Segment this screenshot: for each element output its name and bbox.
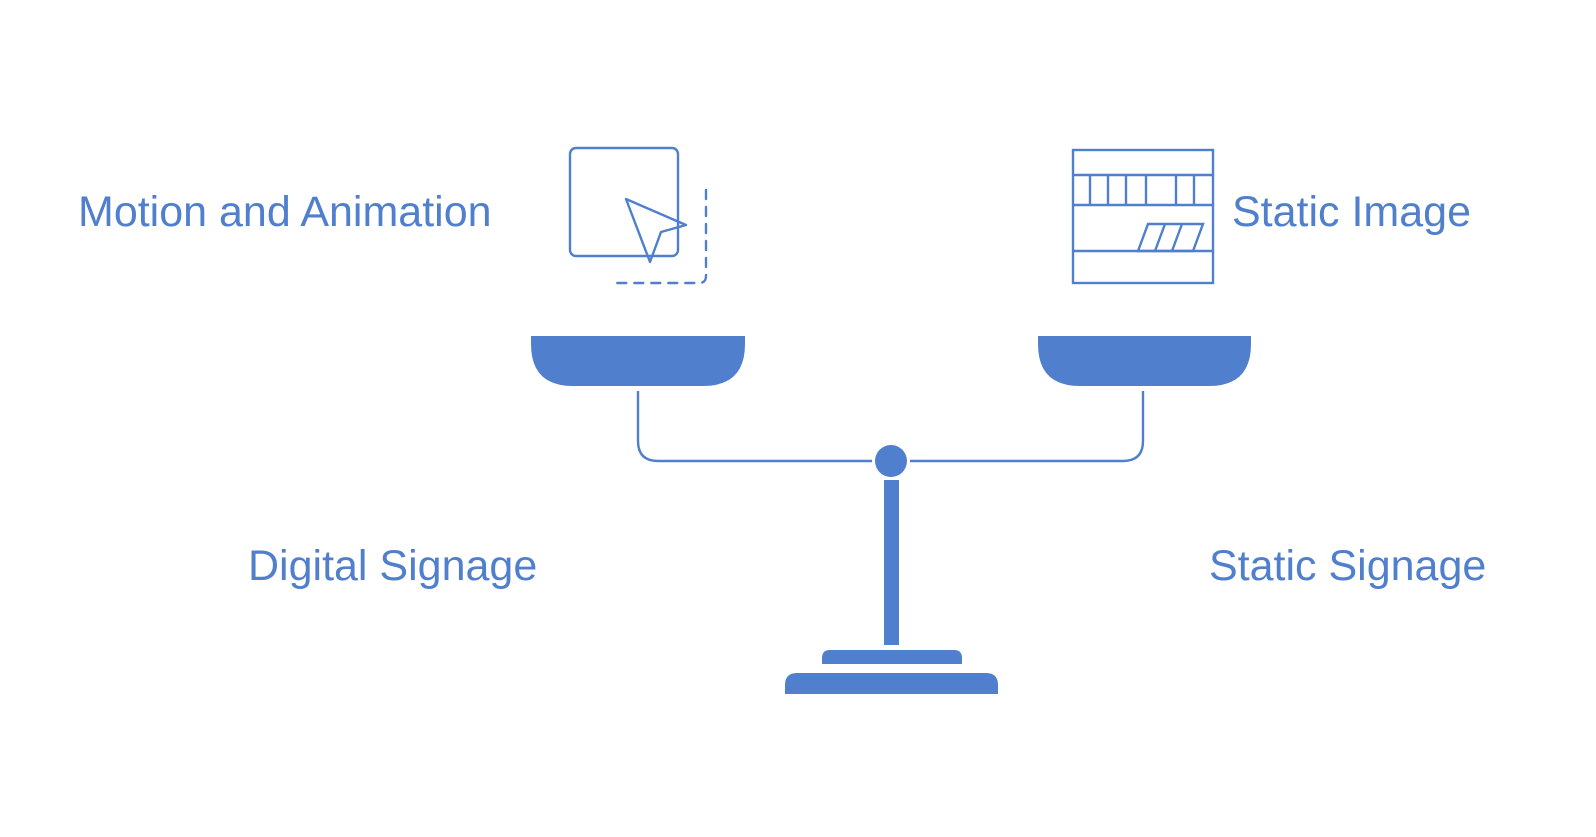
- scale-base-bottom: [785, 673, 998, 694]
- cursor-click-icon: [568, 146, 708, 285]
- digital-signage-label: Digital Signage: [248, 542, 538, 590]
- static-image-label: Static Image: [1232, 188, 1471, 236]
- static-signage-label: Static Signage: [1209, 542, 1487, 590]
- motion-and-animation-label: Motion and Animation: [78, 188, 492, 236]
- scale-pivot: [875, 445, 907, 477]
- scale-post: [884, 480, 899, 645]
- scale-arm-right: [910, 391, 1145, 463]
- scale-arm-left: [636, 391, 872, 463]
- scale-pan-right: [1038, 336, 1251, 386]
- scale-base-top: [822, 650, 962, 664]
- balance-scale-icon: [531, 336, 1251, 694]
- shelf-image-icon: [1071, 148, 1215, 285]
- scale-pan-left: [531, 336, 745, 386]
